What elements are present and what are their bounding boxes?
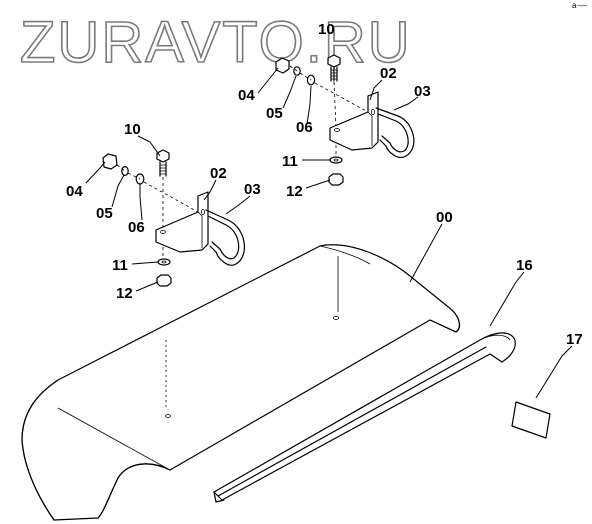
callout-03-lower: 03 [244,181,261,198]
callout-04-lower: 04 [66,183,83,200]
callout-12-upper: 12 [286,183,303,200]
washer-11-upper [329,156,343,164]
callout-02-upper: 02 [380,65,397,82]
label-part [511,401,551,439]
callout-16: 16 [516,257,533,274]
callout-00: 00 [436,209,453,226]
washer-11-lower [157,258,171,266]
leader-lines [85,67,573,399]
callout-11-upper: 11 [282,153,298,170]
nut-12-upper [328,173,344,186]
callout-17: 17 [566,331,583,348]
u-bolt-lower [205,209,245,266]
callout-11-lower: 11 [112,257,128,274]
callout-labels: 00 16 17 10 04 05 06 02 03 11 12 10 04 0… [66,21,583,348]
watermark-text: ZURAVTO.RU [20,10,412,75]
bracket-upper [329,91,379,151]
fender-part [21,244,461,521]
callout-10-lower: 10 [124,121,141,138]
nut-12-lower [156,274,172,287]
bracket-lower [155,191,209,253]
callout-05-lower: 05 [96,205,113,222]
bolt-upper [327,54,341,82]
cap-nut-lower [102,153,118,170]
callout-04-upper: 04 [238,87,255,104]
washer-05-lower [121,166,129,177]
callout-02-lower: 02 [210,165,227,182]
bracket-assembly-lower [102,149,245,287]
bracket-assembly-upper [275,54,415,186]
callout-03-upper: 03 [414,83,431,100]
callout-12-lower: 12 [116,285,133,302]
corner-mark: a·— [572,1,587,10]
callout-05-upper: 05 [266,105,283,122]
bolt-lower [156,149,170,177]
callout-06-lower: 06 [128,219,145,236]
cap-nut-upper [275,57,290,74]
u-bolt-upper [375,107,415,158]
callout-10-upper: 10 [318,21,335,38]
strip-part [213,332,516,503]
callout-06-upper: 06 [296,119,313,136]
